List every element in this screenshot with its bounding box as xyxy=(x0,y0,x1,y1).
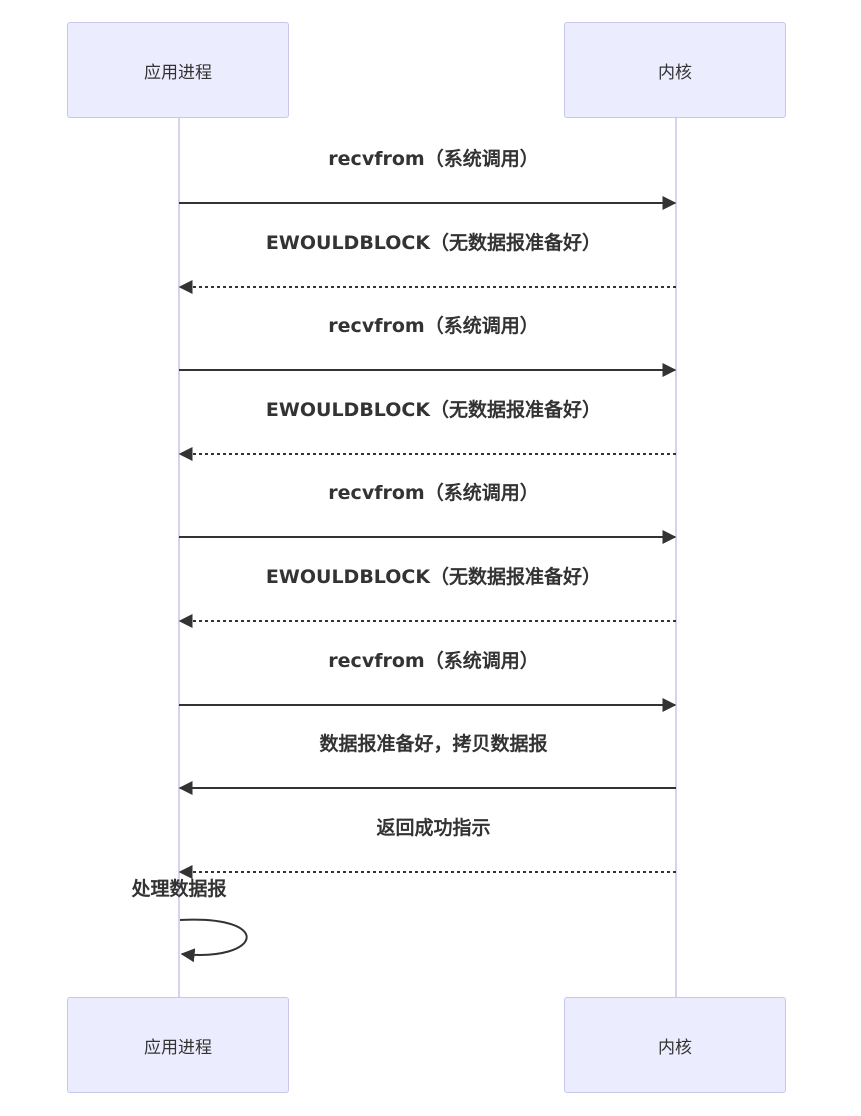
message-label-9: 返回成功指示 xyxy=(376,816,490,839)
message-label-10: 处理数据报 xyxy=(130,877,226,900)
message-label-5: recvfrom（系统调用） xyxy=(328,481,538,504)
message-label-6: EWOULDBLOCK（无数据报准备好） xyxy=(266,565,601,588)
messages-group: recvfrom（系统调用） EWOULDBLOCK（无数据报准备好） recvfr… xyxy=(130,147,677,963)
actor-app-top-label: 应用进程 xyxy=(144,62,212,83)
actor-app-bottom-label: 应用进程 xyxy=(144,1037,212,1058)
message-label-2: EWOULDBLOCK（无数据报准备好） xyxy=(266,231,601,254)
message-label-4: EWOULDBLOCK（无数据报准备好） xyxy=(266,398,601,421)
message-label-7: recvfrom（系统调用） xyxy=(328,649,538,672)
actor-kernel-bottom-label: 内核 xyxy=(658,1037,692,1058)
actor-app-bottom: 应用进程 xyxy=(67,997,289,1093)
message-arrow-10 xyxy=(179,918,248,963)
message-label-3: recvfrom（系统调用） xyxy=(328,314,538,337)
actor-kernel-bottom: 内核 xyxy=(564,997,786,1093)
message-label-1: recvfrom（系统调用） xyxy=(328,147,538,170)
actor-kernel-top: 内核 xyxy=(564,22,786,118)
actor-kernel-top-label: 内核 xyxy=(658,62,692,83)
message-label-8: 数据报准备好，拷贝数据报 xyxy=(319,732,547,755)
actor-app-top: 应用进程 xyxy=(67,22,289,118)
